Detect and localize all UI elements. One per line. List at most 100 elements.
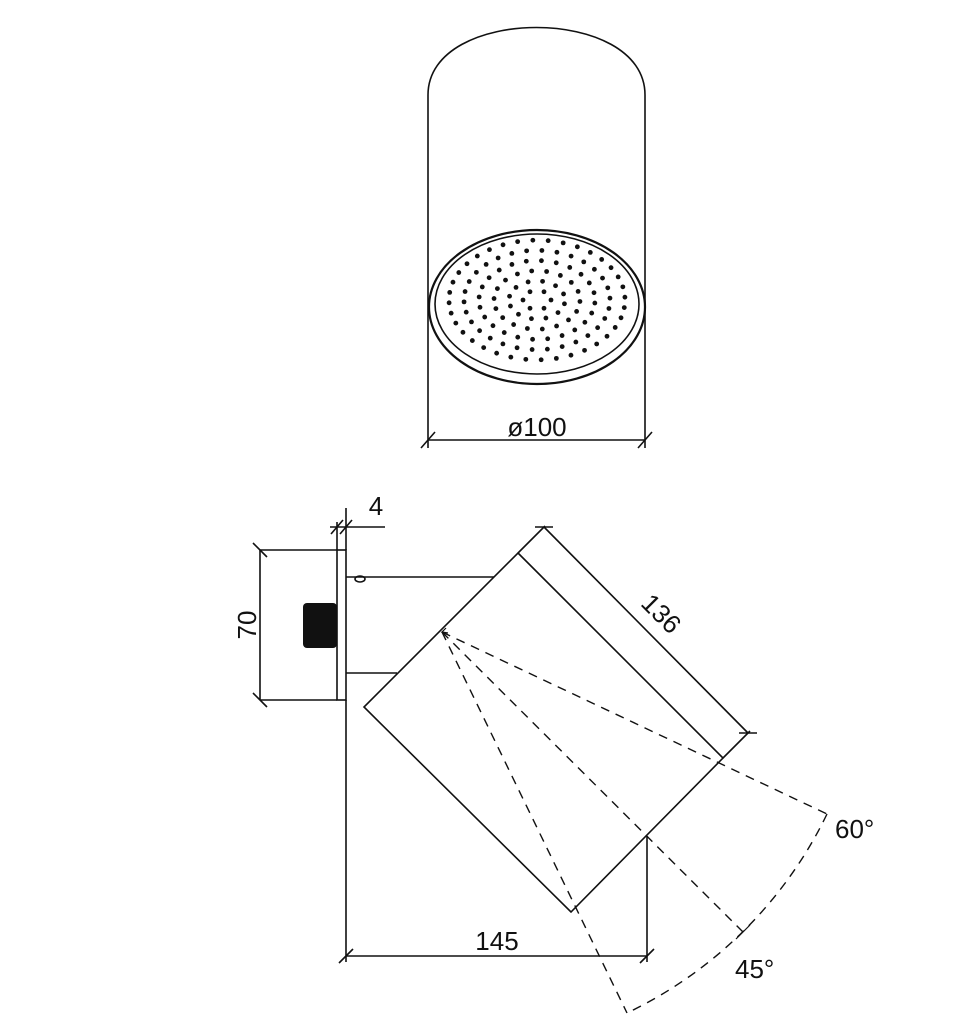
nozzle-hole bbox=[618, 315, 624, 321]
nozzle-hole bbox=[486, 275, 492, 281]
nozzle-hole bbox=[559, 344, 565, 349]
nozzle-hole bbox=[508, 354, 514, 360]
nozzle-hole bbox=[591, 266, 597, 272]
nozzle-hole bbox=[582, 319, 588, 325]
dimension-tick bbox=[252, 692, 268, 708]
nozzle-hole bbox=[469, 338, 475, 343]
nozzle-hole bbox=[577, 299, 583, 304]
nozzle-hole bbox=[545, 336, 551, 342]
spray-ray-45 bbox=[441, 631, 744, 933]
nozzle-hole bbox=[543, 315, 549, 321]
angle-60-label: 60° bbox=[835, 814, 874, 844]
nozzle-hole bbox=[540, 278, 545, 284]
nozzle-hole bbox=[509, 262, 515, 267]
dimension-tick bbox=[339, 519, 353, 535]
shower-disk-face bbox=[434, 233, 640, 375]
nozzle-hole bbox=[605, 285, 611, 291]
nozzle-hole bbox=[567, 265, 573, 270]
nozzle-hole bbox=[553, 355, 559, 361]
nozzle-hole bbox=[608, 265, 614, 271]
nozzle-hole bbox=[491, 296, 497, 301]
nozzle-hole bbox=[592, 300, 598, 306]
nozzle-hole bbox=[574, 308, 580, 314]
extension-line bbox=[517, 525, 546, 554]
nozzle-hole bbox=[473, 269, 479, 275]
nozzle-hole bbox=[622, 294, 628, 300]
nozzle-hole bbox=[554, 249, 560, 255]
nozzle-hole bbox=[581, 259, 587, 265]
nozzle-hole bbox=[523, 356, 529, 362]
nozzle-hole bbox=[496, 267, 502, 273]
nozzle-hole bbox=[487, 247, 492, 253]
nozzle-hole bbox=[541, 305, 547, 311]
nozzle-hole bbox=[529, 347, 535, 352]
nozzle-hole bbox=[587, 249, 593, 255]
nozzle-hole bbox=[595, 325, 601, 331]
nozzle-hole bbox=[456, 270, 462, 275]
angle-45-label: 45° bbox=[735, 954, 774, 984]
nozzle-hole bbox=[501, 330, 507, 335]
nozzle-hole bbox=[516, 311, 521, 317]
nozzle-hole bbox=[500, 242, 506, 248]
nozzle-hole bbox=[566, 317, 571, 323]
nozzle-hole bbox=[544, 269, 550, 274]
nozzle-hole bbox=[477, 304, 483, 310]
nozzle-hole bbox=[607, 295, 613, 301]
nozzle-hole bbox=[574, 244, 580, 250]
nozzle-hole bbox=[448, 310, 454, 316]
nozzle-hole bbox=[586, 280, 592, 286]
nozzle-hole bbox=[503, 277, 508, 283]
height-label: 70 bbox=[232, 611, 262, 640]
nozzle-hole bbox=[462, 289, 468, 294]
dimension-tick bbox=[330, 519, 344, 535]
nozzle-hole bbox=[527, 305, 533, 311]
dimension-tick bbox=[637, 431, 653, 449]
nozzle-hole bbox=[560, 240, 566, 246]
nozzle-hole bbox=[553, 260, 559, 266]
nozzle-hole bbox=[482, 314, 488, 320]
wall-connector bbox=[303, 603, 337, 648]
nozzle-hole bbox=[530, 336, 535, 342]
nozzle-hole bbox=[524, 248, 530, 254]
nozzle-hole bbox=[578, 271, 584, 277]
nozzle-hole bbox=[539, 248, 545, 253]
nozzle-hole bbox=[529, 268, 535, 274]
shower-head-body bbox=[362, 551, 725, 914]
dimension-tick bbox=[735, 924, 751, 940]
nozzle-hole bbox=[474, 253, 480, 259]
nozzle-hole bbox=[538, 357, 544, 363]
nozzle-hole bbox=[463, 309, 469, 315]
nozzle-hole bbox=[481, 345, 487, 351]
nozzle-hole bbox=[515, 239, 521, 245]
shower-disk-rim bbox=[427, 228, 647, 386]
nozzle-hole bbox=[555, 310, 561, 316]
wall-plate bbox=[336, 549, 347, 701]
nozzle-hole bbox=[575, 289, 581, 294]
nozzle-hole bbox=[539, 326, 545, 332]
nozzle-hole bbox=[591, 290, 597, 296]
nozzle-hole bbox=[568, 253, 574, 259]
nozzle-hole bbox=[500, 315, 506, 321]
nozzle-hole bbox=[604, 333, 610, 339]
nozzle-hole bbox=[548, 297, 554, 303]
nozzle-hole bbox=[530, 237, 536, 243]
nozzle-hole bbox=[494, 286, 500, 292]
nozzle-hole bbox=[559, 333, 565, 338]
nozzle-hole bbox=[599, 257, 605, 262]
nozzle-hole bbox=[513, 284, 519, 290]
nozzle-hole bbox=[539, 258, 544, 264]
side-view: 70 4 136 145 60° 45° bbox=[232, 491, 874, 1014]
nozzle-hole bbox=[493, 306, 499, 311]
thickness-label: 4 bbox=[369, 491, 383, 521]
cylinder-outline bbox=[427, 26, 646, 448]
spray-ray-60 bbox=[441, 631, 828, 815]
nozzle-hole bbox=[479, 284, 485, 290]
length-label: 136 bbox=[635, 588, 687, 640]
nozzle-hole bbox=[524, 326, 530, 331]
nozzle-hole bbox=[620, 284, 626, 290]
diameter-label: ø100 bbox=[507, 412, 566, 442]
nozzle-hole bbox=[446, 300, 452, 306]
nozzle-hole bbox=[557, 273, 563, 278]
spray-arc bbox=[626, 813, 828, 1014]
